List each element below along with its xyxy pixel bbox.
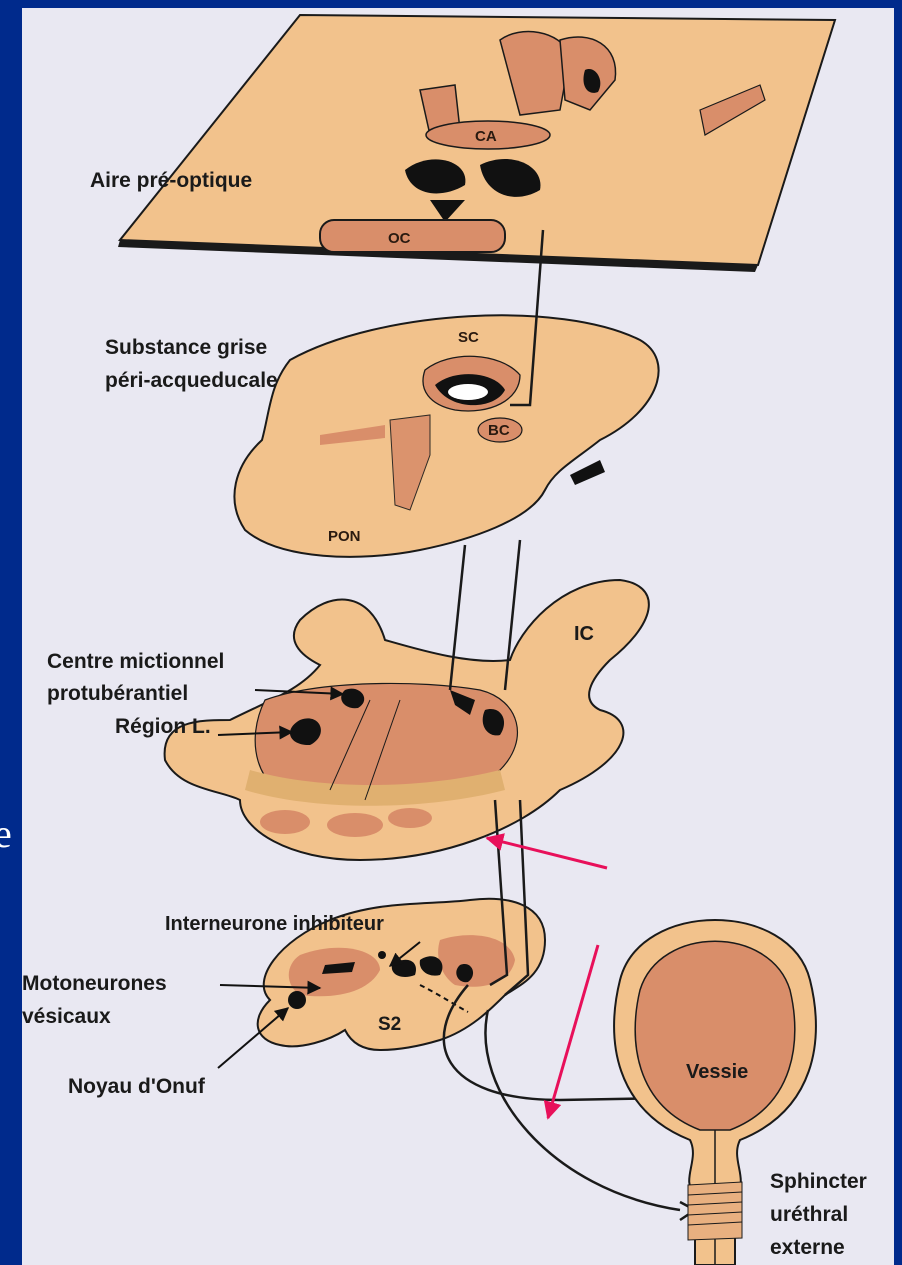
oc-optic-chiasm — [320, 220, 505, 252]
substance-grise-label-2: péri-acqueducale — [105, 369, 278, 392]
motoneurones-label-1: Motoneurones — [22, 972, 167, 995]
interneurone-label: Interneurone inhibiteur — [165, 913, 384, 935]
pons-section: IC — [165, 580, 649, 860]
pag-dark-fiber — [570, 460, 605, 485]
substance-grise-label-1: Substance grise — [105, 336, 267, 359]
pons-tract-3 — [388, 808, 432, 828]
bc-label: BC — [488, 422, 510, 439]
annotation-arrow-pons — [487, 838, 607, 868]
sphincter-label-3: externe — [770, 1236, 845, 1259]
noyau-onuf-label: Noyau d'Onuf — [68, 1075, 206, 1098]
region-l-label: Région L. — [115, 715, 211, 738]
annotation-arrow-bladder — [548, 945, 598, 1118]
pons-tract-1 — [260, 810, 310, 834]
sphincter-label-2: uréthral — [770, 1203, 848, 1226]
vessie-label: Vessie — [686, 1061, 748, 1083]
sphincter-bands — [688, 1182, 742, 1240]
aqueduct — [448, 384, 488, 400]
pons-tract-2 — [327, 813, 383, 837]
periaqueductal-section: BC SC PON — [234, 315, 658, 557]
pon-label: PON — [328, 528, 361, 545]
motoneurones-label-2: vésicaux — [22, 1005, 111, 1028]
periaqueductal-slab — [234, 315, 658, 557]
sc-label: SC — [458, 329, 479, 346]
sphincter-label-1: Sphincter — [770, 1170, 867, 1193]
ic-label: IC — [574, 623, 594, 645]
centre-mictionnel-label-2: protubérantiel — [47, 682, 188, 705]
onuf-nucleus — [288, 991, 306, 1009]
interneurone-cell — [378, 951, 386, 959]
oc-label: OC — [388, 230, 411, 247]
ca-label: CA — [475, 128, 497, 145]
aire-preoptique-label: Aire pré-optique — [90, 169, 252, 192]
centre-mictionnel-label-1: Centre mictionnel — [47, 650, 224, 673]
bladder-inner — [635, 941, 795, 1130]
s2-label: S2 — [378, 1014, 401, 1035]
preoptic-section: CA OC — [118, 15, 835, 272]
